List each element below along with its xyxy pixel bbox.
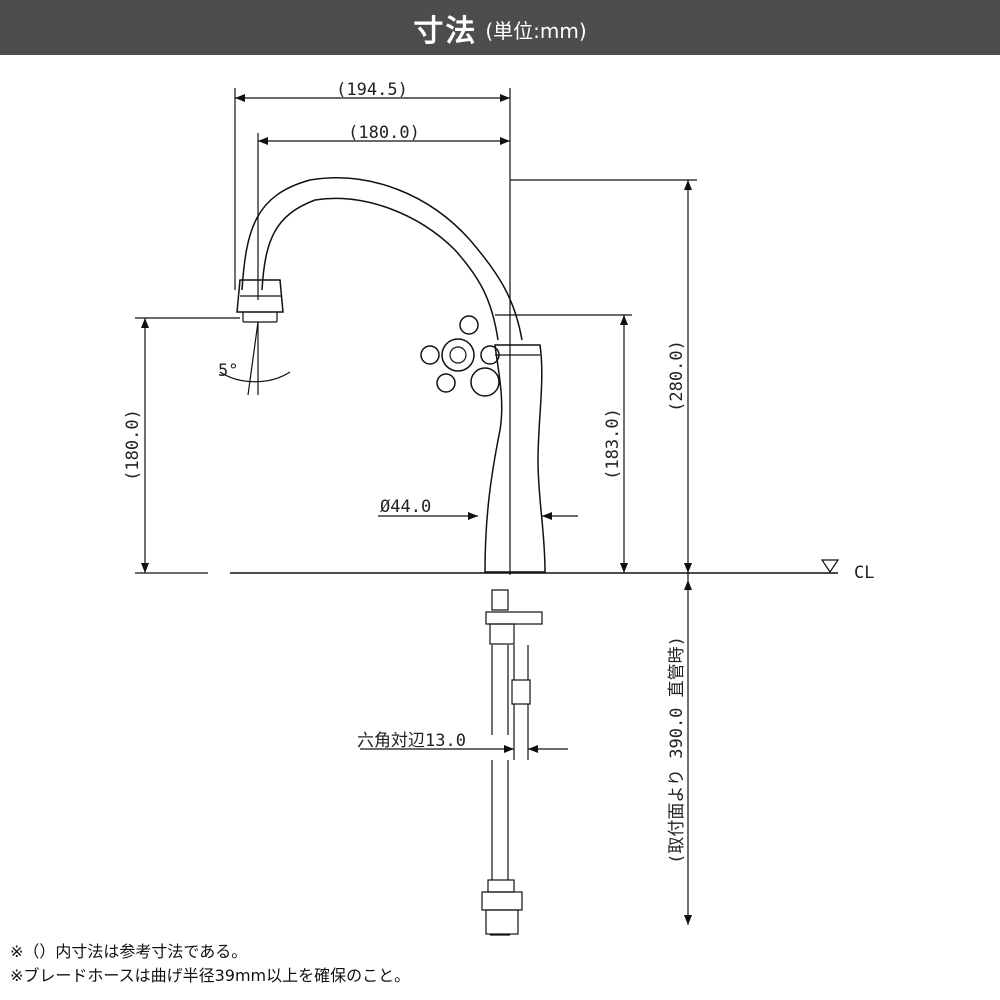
hex-flat-label: 六角対辺13.0 xyxy=(357,731,466,751)
spout-height-label: (180.0) xyxy=(123,409,143,481)
centerline-label: CL xyxy=(854,563,874,583)
reach-inner-label: (180.0) xyxy=(348,123,420,143)
total-height-label: (280.0) xyxy=(667,340,687,412)
note-hose-bend-radius: ※ブレードホースは曲げ半径39mm以上を確保のこと。 xyxy=(10,966,411,985)
angle-label: 5° xyxy=(218,361,238,381)
header-bar: 寸法 (単位:mm) xyxy=(0,0,1000,55)
unit-label: (単位:mm) xyxy=(485,19,587,43)
handle-height-label: (183.0) xyxy=(603,408,623,480)
diameter-label: Ø44.0 xyxy=(380,497,431,517)
note-reference-dimensions: ※（）内寸法は参考寸法である。 xyxy=(10,942,248,961)
page-title: 寸法 xyxy=(413,13,478,49)
reach-outer-label: (194.5) xyxy=(336,80,408,100)
hose-length-label: (取付面より 390.0 直管時) xyxy=(667,636,687,864)
